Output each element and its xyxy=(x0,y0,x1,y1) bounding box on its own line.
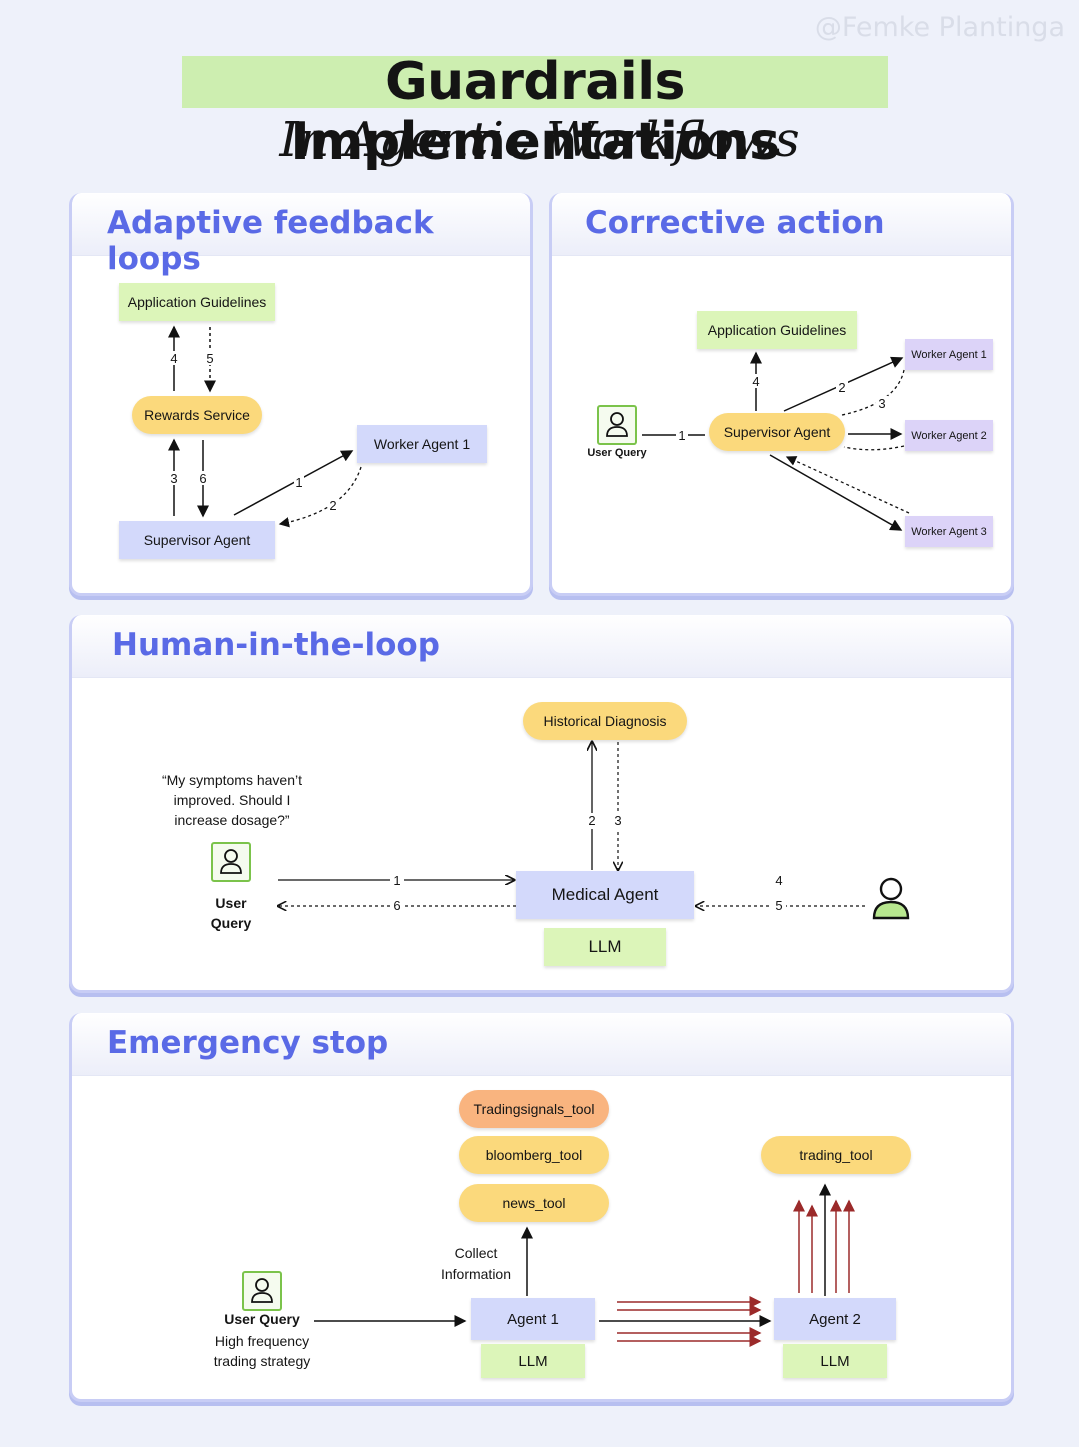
adaptive-panel-header: Adaptive feedback loops xyxy=(72,193,530,277)
patient-quote: “My symptoms haven’t improved. Should I … xyxy=(161,772,303,828)
step-label: 1 xyxy=(295,475,303,490)
adaptive-arrows xyxy=(168,325,362,528)
emergency-arrows xyxy=(314,1183,855,1347)
step-label: 6 xyxy=(393,898,401,913)
rewards-box: Rewards Service xyxy=(132,396,262,434)
user-icon xyxy=(211,842,251,882)
step-label: 1 xyxy=(393,873,401,888)
person-icon xyxy=(872,877,910,920)
llm-box: LLM xyxy=(544,928,666,966)
page-title-text: Guardrails Implementations xyxy=(290,52,780,172)
user-query-label: User Query xyxy=(224,1311,300,1327)
adaptive-panel: Adaptive feedback loops Application Guid… xyxy=(69,193,533,596)
tradingsignals-tool-box: Tradingsignals_tool xyxy=(459,1090,609,1128)
worker-agent-box: Worker Agent 1 xyxy=(357,425,487,463)
trading-tool-box: trading_tool xyxy=(761,1136,911,1174)
emergency-panel-header: Emergency stop xyxy=(72,1013,1011,1076)
guidelines-box: Application Guidelines xyxy=(119,283,275,321)
step-label: 4 xyxy=(775,873,783,888)
bloomberg-tool-box: bloomberg_tool xyxy=(459,1136,609,1174)
step-label: 3 xyxy=(614,813,622,828)
step-label: 6 xyxy=(199,471,207,486)
step-label: 2 xyxy=(588,813,596,828)
supervisor-box: Supervisor Agent xyxy=(709,413,845,451)
user-query-label: User Query xyxy=(210,895,252,931)
step-label: 5 xyxy=(206,351,214,366)
step-label: 3 xyxy=(170,471,178,486)
worker-agent-3-box: Worker Agent 3 xyxy=(905,516,993,547)
step-label: 2 xyxy=(838,380,846,395)
corrective-title: Corrective action xyxy=(585,205,885,241)
human-title: Human-in-the-loop xyxy=(112,627,440,663)
human-panel-header: Human-in-the-loop xyxy=(72,615,1011,678)
step-label: 3 xyxy=(878,396,886,411)
guidelines-box: Application Guidelines xyxy=(697,311,857,349)
supervisor-box: Supervisor Agent xyxy=(119,521,275,559)
human-arrows xyxy=(72,615,910,920)
human-panel: Human-in-the-loop Historical Diagnosis M… xyxy=(69,615,1014,993)
medical-agent-box: Medical Agent xyxy=(516,871,694,919)
llm-box-2: LLM xyxy=(783,1344,887,1378)
step-label: 4 xyxy=(170,351,178,366)
agent-1-box: Agent 1 xyxy=(471,1298,595,1340)
page-title: Guardrails Implementations xyxy=(182,52,888,172)
emergency-title: Emergency stop xyxy=(107,1025,389,1061)
strategy-label: High frequency trading strategy xyxy=(213,1333,311,1369)
emergency-panel: Emergency stop Tradingsignals_tool bloom… xyxy=(69,1013,1014,1402)
worker-agent-1-box: Worker Agent 1 xyxy=(905,339,993,370)
user-query-label: User Query xyxy=(587,447,647,459)
llm-box-1: LLM xyxy=(481,1344,585,1378)
adaptive-title: Adaptive feedback loops xyxy=(107,205,434,277)
corrective-panel: Corrective action Application Guidelines… xyxy=(549,193,1014,596)
step-label: 5 xyxy=(775,898,783,913)
watermark: @Femke Plantinga xyxy=(814,12,1065,43)
worker-agent-2-box: Worker Agent 2 xyxy=(905,420,993,451)
step-label: 1 xyxy=(678,428,686,443)
user-icon xyxy=(597,405,637,445)
agent-2-box: Agent 2 xyxy=(774,1298,896,1340)
collect-information-label: Collect Information xyxy=(440,1245,512,1282)
step-label: 2 xyxy=(329,498,337,513)
historical-diagnosis-box: Historical Diagnosis xyxy=(523,702,687,740)
user-icon xyxy=(242,1271,282,1311)
page-subtitle: In Agentic Workflows xyxy=(279,112,800,168)
corrective-panel-header: Corrective action xyxy=(552,193,1011,256)
step-label: 4 xyxy=(752,374,760,389)
corrective-arrows xyxy=(642,351,910,531)
news-tool-box: news_tool xyxy=(459,1184,609,1222)
